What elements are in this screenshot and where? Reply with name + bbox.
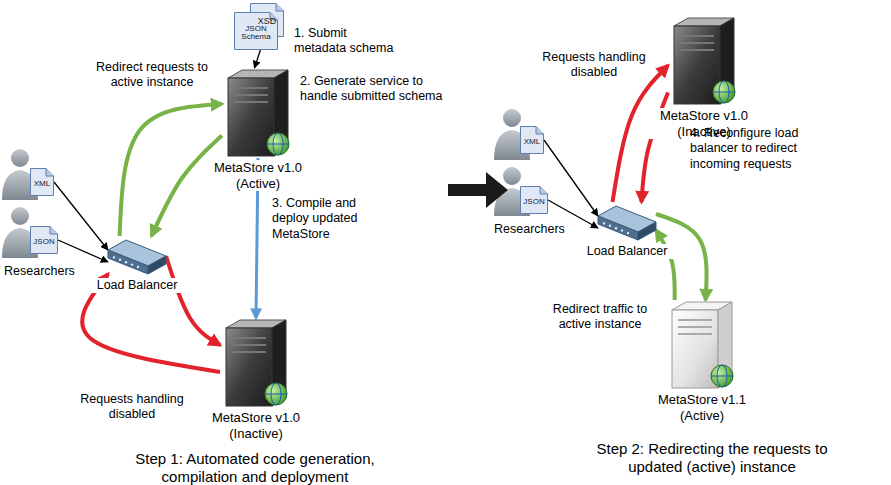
- annotation: 4. Reconfigure load balancer to redirect…: [690, 126, 816, 172]
- server-icon: MetaStore v1.0 (Inactive): [668, 16, 740, 106]
- node-label: Load Balancer: [577, 244, 677, 259]
- annotation: 3. Compile and deploy updated MetaStore: [272, 196, 372, 242]
- server-icon-shape: [666, 300, 738, 390]
- annotation: 2. Generate service to handle submitted …: [300, 74, 448, 105]
- server-icon: MetaStore v1.0 (Active): [222, 68, 294, 158]
- document-label: XML: [524, 138, 540, 146]
- document-label: JSON Schema: [234, 25, 278, 42]
- person-head: [11, 149, 29, 167]
- node-label: MetaStore v1.1 (Active): [647, 392, 757, 423]
- document-icon: XML: [520, 126, 544, 154]
- annotation: Researchers: [4, 264, 84, 279]
- document-label: JSON: [523, 198, 544, 206]
- annotation: Researchers: [494, 222, 574, 237]
- annotation: Requests handling disabled: [540, 50, 648, 81]
- document-label: JSON: [33, 238, 54, 246]
- connector-arrow: [58, 240, 108, 262]
- document-icon: JSON: [30, 226, 58, 254]
- document-label: XML: [34, 180, 50, 188]
- server-icon: MetaStore v1.1 (Active): [666, 300, 738, 390]
- connector-arrow: [166, 256, 220, 345]
- document-icon: JSON: [520, 186, 548, 214]
- server-icon-shape: [220, 318, 292, 408]
- person-head: [11, 207, 29, 225]
- node-label: MetaStore v1.0 (Inactive): [201, 410, 311, 441]
- annotation: Redirect requests to active instance: [90, 60, 214, 91]
- annotation: Redirect traffic to active instance: [548, 302, 652, 333]
- connector-arrow: [254, 50, 260, 68]
- transition-arrow: [448, 172, 508, 208]
- node-label: Load Balancer: [87, 278, 187, 293]
- load-balancer: Load Balancer: [108, 236, 166, 276]
- step-caption: Step 1: Automated code generation, compi…: [118, 450, 392, 485]
- step-caption: Step 2: Redirecting the requests to upda…: [576, 440, 848, 477]
- annotation: 1. Submit metadata schema: [294, 26, 394, 57]
- server-icon: MetaStore v1.0 (Inactive): [220, 318, 292, 408]
- load-balancer: Load Balancer: [598, 202, 656, 242]
- connector-arrow: [656, 230, 675, 300]
- load-balancer-shape: [598, 202, 656, 242]
- node-label: MetaStore v1.0 (Active): [203, 160, 313, 191]
- server-icon-shape: [222, 68, 294, 158]
- person-head: [503, 167, 521, 185]
- document-icon: XML: [30, 168, 54, 196]
- connector-arrow: [82, 274, 220, 372]
- connector-arrow: [544, 140, 598, 216]
- server-icon-shape: [668, 16, 740, 106]
- person-head: [503, 109, 521, 127]
- load-balancer-shape: [108, 236, 166, 276]
- annotation: Requests handling disabled: [76, 392, 188, 423]
- connector-arrow: [54, 182, 108, 250]
